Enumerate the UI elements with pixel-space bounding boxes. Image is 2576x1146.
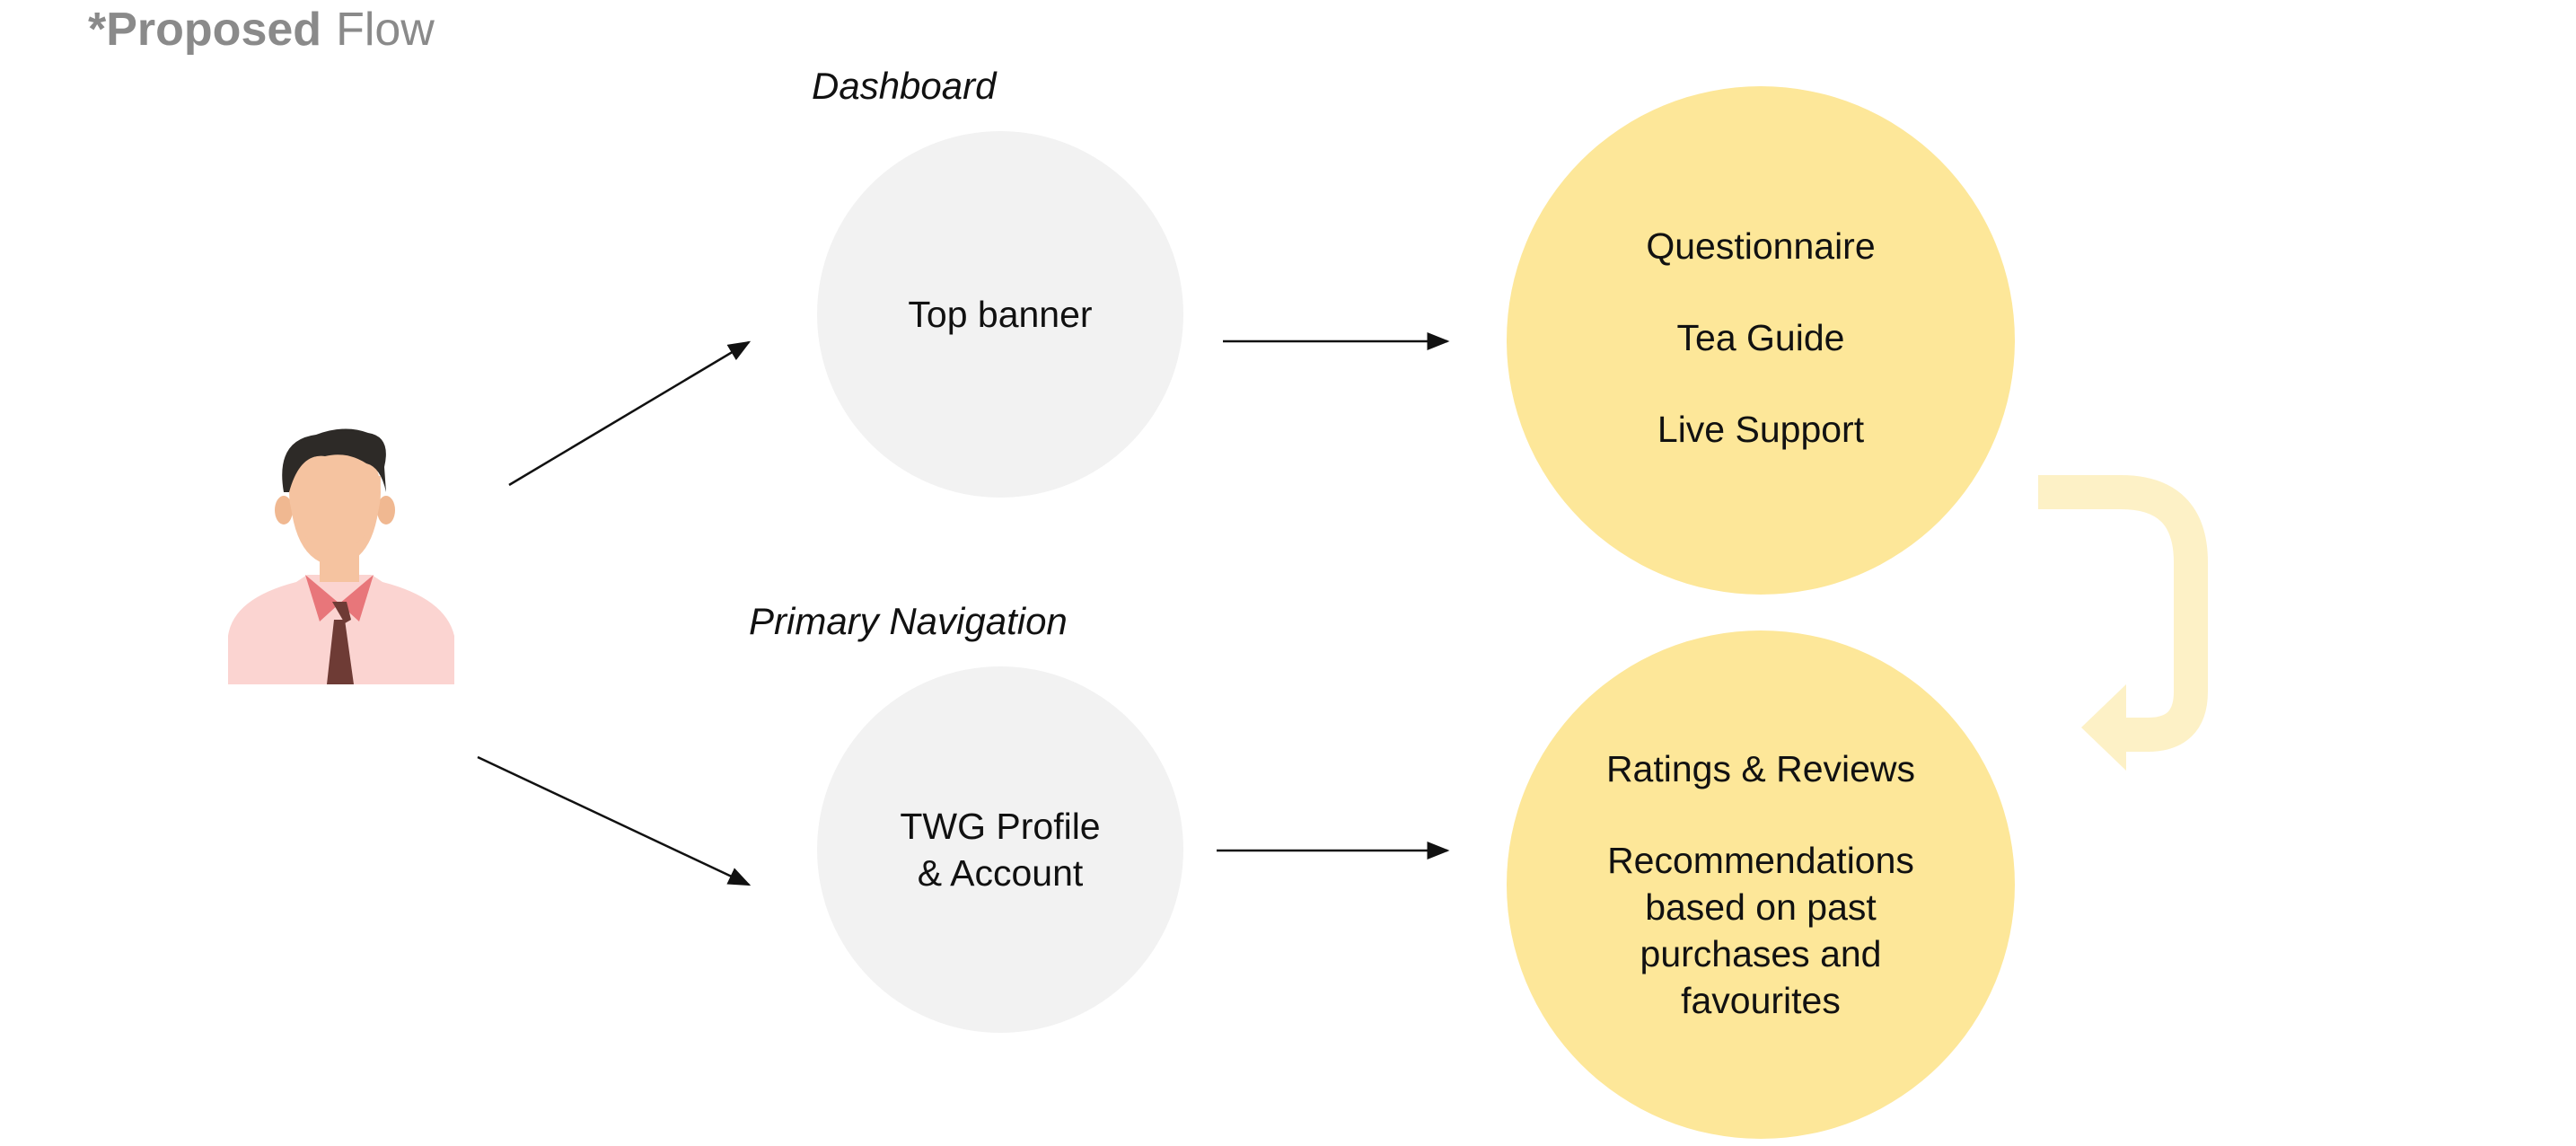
- arrow-user-to-dashboard: [508, 340, 752, 487]
- page-title: *Proposed Flow: [88, 0, 435, 63]
- recommendations-line2: based on past: [1645, 886, 1877, 928]
- live-support-label: Live Support: [1657, 409, 1865, 450]
- arrow-user-to-navigation: [477, 755, 752, 886]
- features-node: Questionnaire Tea Guide Live Support: [1507, 86, 2015, 595]
- u-turn-arrow-icon: [2038, 475, 2208, 771]
- primary-navigation-label: Primary Navigation: [749, 600, 1068, 642]
- title-bold: *Proposed: [88, 4, 322, 56]
- top-banner-node: Top banner: [817, 131, 1183, 498]
- recommendations-line3: purchases and: [1640, 933, 1882, 974]
- dashboard-label: Dashboard: [812, 65, 997, 107]
- ratings-reviews-label: Ratings & Reviews: [1605, 748, 1916, 789]
- personalisation-node: Ratings & Reviews Recommendations based …: [1507, 630, 2015, 1139]
- recommendations-line4: favourites: [1681, 980, 1841, 1021]
- recommendations-line1: Recommendations: [1607, 840, 1914, 881]
- tea-guide-label: Tea Guide: [1676, 317, 1845, 358]
- top-banner-label: Top banner: [908, 294, 1093, 335]
- title-light: Flow: [336, 4, 435, 56]
- twg-profile-label-line1: TWG Profile: [900, 806, 1101, 847]
- questionnaire-label: Questionnaire: [1646, 225, 1876, 267]
- twg-profile-label-line2: & Account: [917, 852, 1084, 894]
- twg-profile-node: TWG Profile & Account: [817, 666, 1183, 1033]
